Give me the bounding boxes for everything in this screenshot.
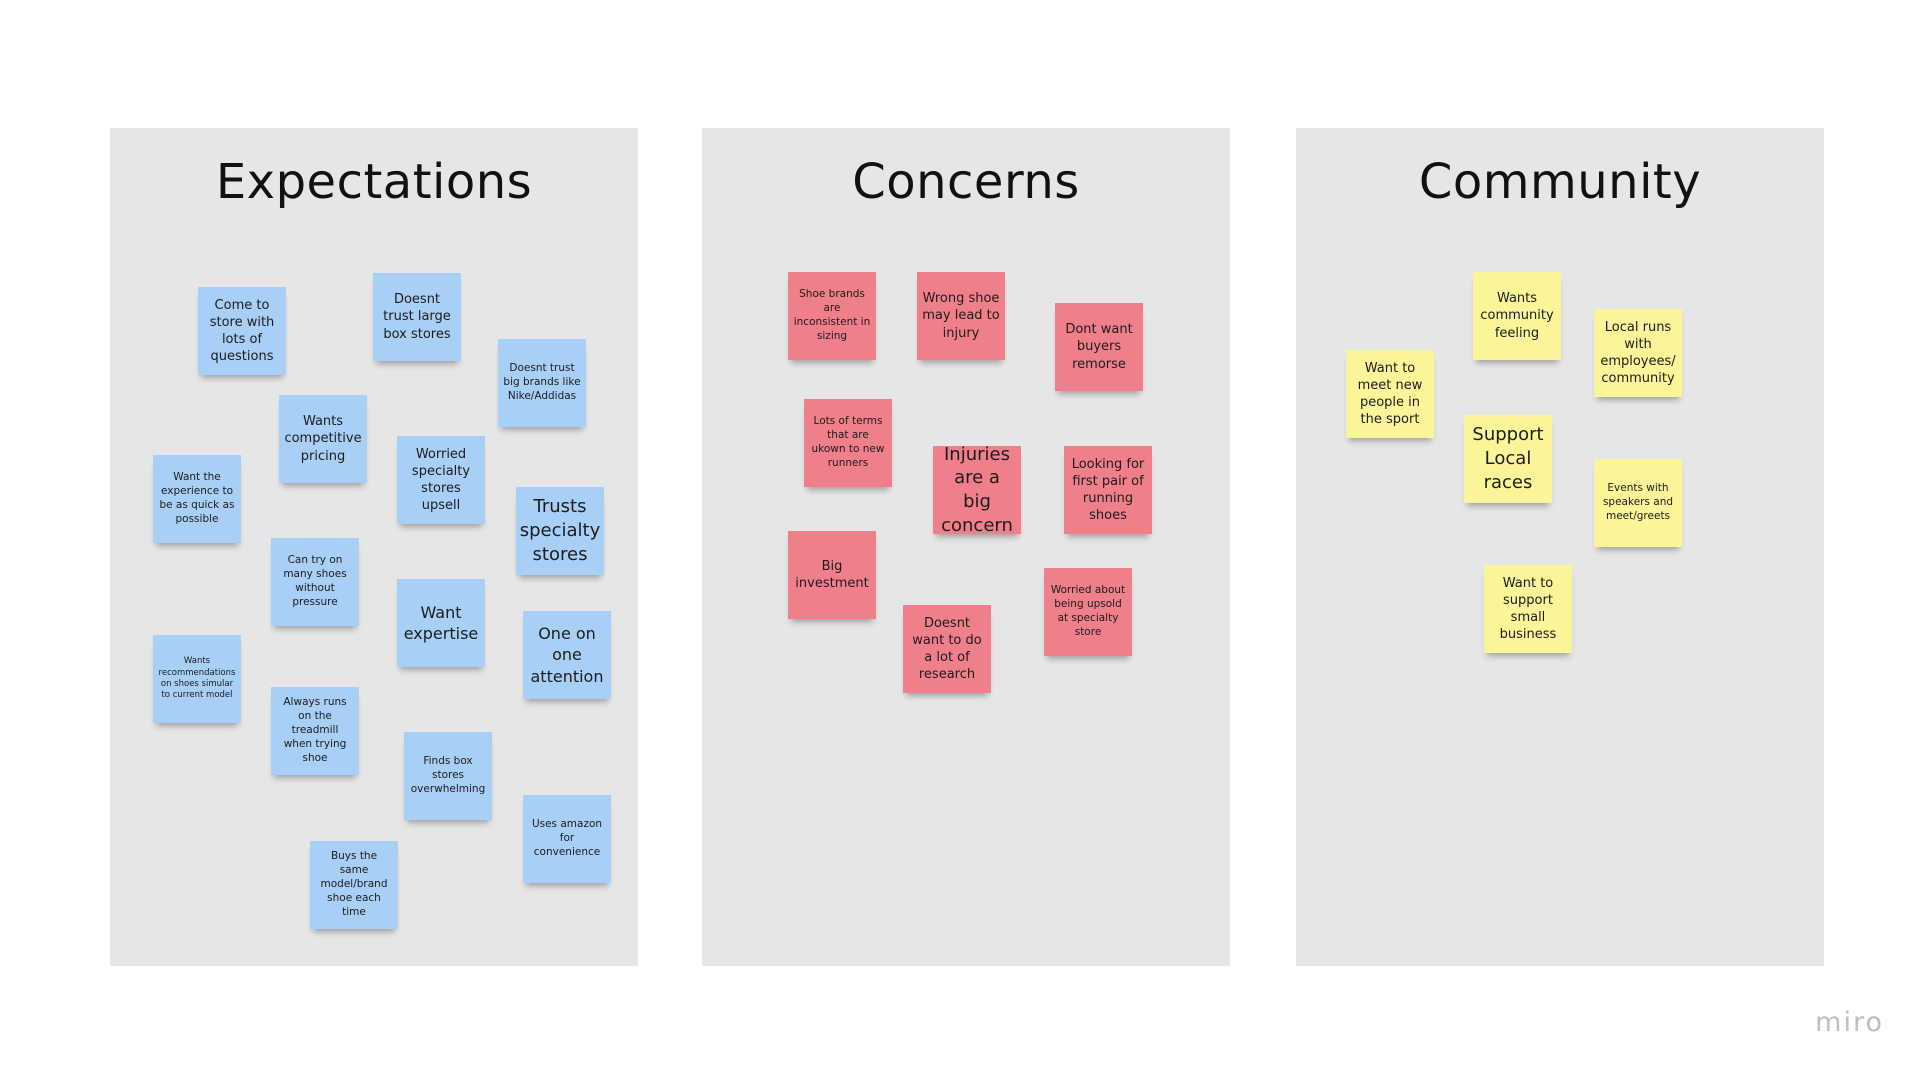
sticky-note[interactable]: Can try on many shoes without pressure — [271, 538, 359, 626]
frame-title-expectations[interactable]: Expectations — [215, 154, 533, 210]
sticky-note[interactable]: Wrong shoe may lead to injury — [917, 272, 1005, 360]
sticky-note[interactable]: Worried specialty stores upsell — [397, 436, 485, 524]
sticky-note[interactable]: Buys the same model/brand shoe each time — [310, 841, 398, 929]
sticky-note[interactable]: Doesnt trust big brands like Nike/Addida… — [498, 339, 586, 427]
sticky-note[interactable]: Want to support small business — [1484, 565, 1572, 653]
sticky-note[interactable]: Shoe brands are inconsistent in sizing — [788, 272, 876, 360]
sticky-note[interactable]: Want the experience to be as quick as po… — [153, 455, 241, 543]
sticky-note[interactable]: Wants competitive pricing — [279, 395, 367, 483]
frame-concerns[interactable]: Concerns Shoe brands are inconsistent in… — [702, 128, 1230, 966]
sticky-note[interactable]: Finds box stores overwhelming — [404, 732, 492, 820]
frame-expectations[interactable]: Expectations Come to store with lots of … — [110, 128, 638, 966]
sticky-note[interactable]: Support Local races — [1464, 415, 1552, 503]
sticky-note[interactable]: Come to store with lots of questions — [198, 287, 286, 375]
sticky-note[interactable]: Doesnt trust large box stores — [373, 273, 461, 361]
sticky-note[interactable]: Looking for first pair of running shoes — [1064, 446, 1152, 534]
sticky-note[interactable]: Injuries are a big concern — [933, 444, 1021, 536]
frame-community[interactable]: Community Wants community feeling Local … — [1296, 128, 1824, 966]
sticky-note[interactable]: One on one attention — [523, 611, 611, 699]
sticky-note[interactable]: Dont want buyers remorse — [1055, 303, 1143, 391]
sticky-note[interactable]: Uses amazon for convenience — [523, 795, 611, 883]
sticky-note[interactable]: Local runs with employees/ community — [1594, 309, 1682, 397]
sticky-note[interactable]: Big investment — [788, 531, 876, 619]
sticky-note[interactable]: Always runs on the treadmill when trying… — [271, 687, 359, 775]
frame-title-concerns[interactable]: Concerns — [852, 154, 1080, 210]
sticky-note[interactable]: Want expertise — [397, 579, 485, 667]
sticky-note[interactable]: Wants recommendations on shoes simular t… — [153, 635, 241, 723]
sticky-note[interactable]: Wants community feeling — [1473, 272, 1561, 360]
sticky-note[interactable]: Worried about being upsold at specialty … — [1044, 568, 1132, 656]
sticky-note[interactable]: Want to meet new people in the sport — [1346, 350, 1434, 438]
sticky-note[interactable]: Lots of terms that are ukown to new runn… — [804, 399, 892, 487]
sticky-note[interactable]: Doesnt want to do a lot of research — [903, 605, 991, 693]
sticky-note[interactable]: Trusts specialty stores — [516, 487, 604, 575]
frame-title-community[interactable]: Community — [1418, 154, 1702, 210]
sticky-note[interactable]: Events with speakers and meet/greets — [1594, 459, 1682, 547]
miro-logo: miro — [1815, 1007, 1884, 1038]
